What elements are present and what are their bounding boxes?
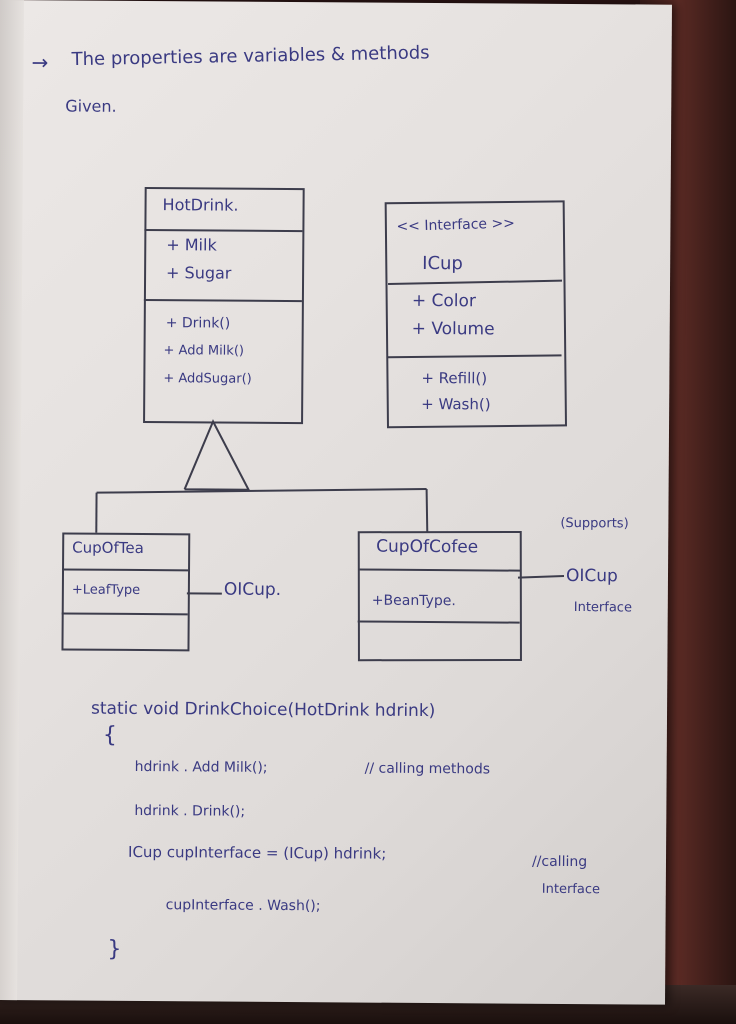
code-line-3: ICup cupInterface = (ICup) hdrink; bbox=[127, 842, 387, 863]
cupofcoffee-interface-label-2: Interface bbox=[573, 600, 633, 616]
code-comment-3b: Interface bbox=[541, 881, 601, 898]
notebook-page: → The properties are variables & methods… bbox=[0, 0, 672, 1005]
coffee-interface-line bbox=[517, 574, 565, 579]
code-open-brace: { bbox=[102, 722, 117, 748]
inheritance-triangle bbox=[183, 419, 251, 491]
code-line-2: hdrink . Drink(); bbox=[134, 802, 246, 820]
cupoftea-class-name: CupOfTea bbox=[72, 538, 144, 558]
supports-note: (Supports) bbox=[560, 515, 629, 532]
cupofcoffee-property: +BeanType. bbox=[371, 592, 456, 610]
inheritance-triangle-group bbox=[95, 419, 565, 595]
cupoftea-interface-label: OICup. bbox=[223, 579, 282, 600]
cupofcoffee-class-name: CupOfCofee bbox=[376, 536, 479, 558]
inheritance-bus-line bbox=[96, 487, 427, 494]
code-signature: static void DrinkChoice(HotDrink hdrink) bbox=[90, 698, 436, 722]
code-line-4: cupInterface . Wash(); bbox=[165, 897, 321, 915]
code-close-brace: } bbox=[107, 936, 122, 962]
inheritance-connector bbox=[95, 419, 565, 595]
coffee-drop-line bbox=[425, 488, 429, 534]
code-comment-1: // calling methods bbox=[364, 760, 491, 778]
cupoftea-property: +LeafType bbox=[71, 582, 141, 598]
code-line-1: hdrink . Add Milk(); bbox=[134, 758, 268, 776]
code-comment-3a: //calling bbox=[531, 853, 588, 871]
cupofcoffee-interface-label: OICup bbox=[565, 565, 618, 587]
